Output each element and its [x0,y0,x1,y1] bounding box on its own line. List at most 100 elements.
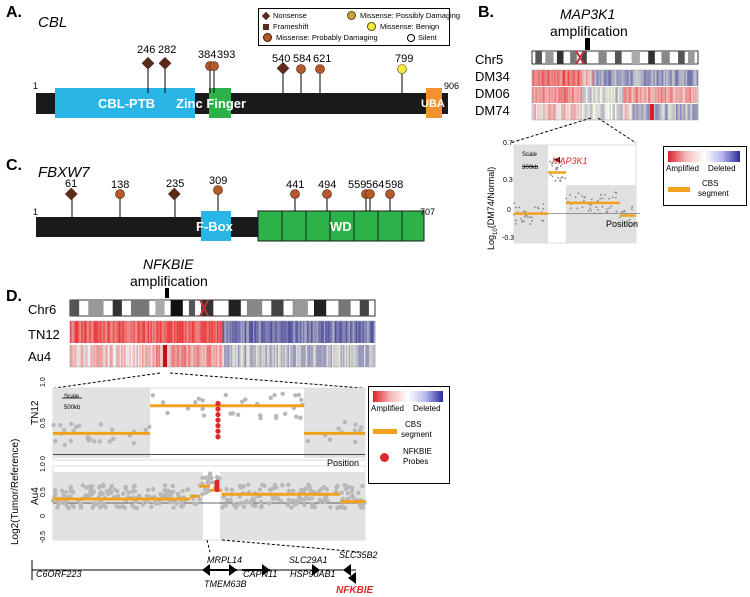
tn12-tick-0: 0 [40,456,47,460]
pos-393: 393 [217,49,236,61]
legend-frameshift-label: Frameshift [273,22,309,31]
b-map3k1-gene-label: MAP3K1 [552,156,588,166]
legend-benign-label: Missense: Benign [380,22,440,31]
nfkbie-heatmap [69,320,376,368]
panel-d-yaxis-label: Log2(Tumor/Reference) [10,438,21,545]
b-legend-segment: segment [698,189,729,198]
legend-benign: Missense: Benign [367,22,439,31]
fbox-domain [201,211,231,241]
chr5-label: Chr5 [475,52,504,67]
d-color-scale-bar [373,391,443,402]
fbxw7-end: 707 [420,207,436,217]
nfkbie-gene-track [31,560,356,584]
au4-tick-neg0.5: -0.5 [40,530,47,543]
mutation-584-marker [296,64,306,74]
uba-domain [426,88,442,118]
d-legend-probes: Probes [403,457,429,466]
legend-silent: Silent [407,33,437,42]
b-legend-deleted: Deleted [708,164,736,173]
fbxw7-start: 1 [33,207,39,217]
mutation-309-marker [213,185,223,195]
legend-probably-damaging: Missense: Probably Damaging [263,33,378,42]
pos-246: 246 [137,44,156,56]
map3k1-heatmap [531,69,699,121]
d-scale-value: 500kb [64,405,81,411]
mutation-138-marker [115,189,125,199]
b-scale-label: Scale [522,152,538,158]
pos-61: 61 [65,178,78,190]
chr5-ideogram [531,50,699,65]
tn12-tick-1.0: 1.0 [40,377,47,387]
b-position-label: Position [606,219,639,229]
panel-c-letter: C. [6,157,22,174]
legend-silent-label: Silent [418,33,437,42]
pos-621: 621 [313,53,332,65]
panel-d-letter: D. [6,288,22,305]
sample-dm74: DM74 [475,103,510,118]
d-legend-segment: segment [401,430,432,439]
probe-swatch [380,453,389,462]
gene-tmem63b: TMEM63B [204,579,247,589]
b-legend-cbs: CBS [702,179,719,188]
nfkbie-locus-marker [165,288,169,298]
uba-label: UBA [421,98,445,110]
wd-domains [257,210,425,242]
pos-494: 494 [318,179,337,191]
chr6-ideogram [69,299,376,317]
gene-slc29a1: SLC29A1 [289,555,328,565]
panel-b-letter: B. [478,4,494,21]
gene-hsp90ab1: HSP90AB1 [290,569,336,579]
map3k1-scatter-plot [513,144,640,244]
sample-au4: Au4 [28,349,52,364]
chr6-label: Chr6 [28,302,57,317]
fbxw7-protein-diagram [36,185,425,242]
mutation-282-marker [158,56,172,70]
pos-564: 564 [366,179,385,191]
b-tick-0: 0 [507,207,511,214]
mutation-799-marker [397,64,407,74]
legend-nonsense-label: Nonsense [273,11,307,20]
circle-icon [367,22,376,31]
pos-799: 799 [395,53,414,65]
d-legend-amplified: Amplified [371,404,404,413]
cbl-end: 906 [444,81,460,91]
gene-c6orf223: C6ORF223 [36,569,82,579]
b-tick-neg0.3: -0.3 [502,235,515,242]
square-icon [263,23,269,30]
pos-598: 598 [385,179,404,191]
circle-icon [263,33,272,42]
mutation-621-marker [315,64,325,74]
circle-outline-icon [407,33,415,42]
zinc-finger-domain [209,88,231,118]
mutation-393-marker [209,61,219,71]
panel-a-letter: A. [6,4,22,21]
b-scale-value: 300kb [522,165,539,171]
d-position-label: Position [327,458,360,468]
b-tick-0.7: 0.7 [503,140,513,147]
mutation-type-legend: Nonsense Frameshift Missense: Probably D… [258,8,460,46]
circle-icon [347,11,356,20]
cbl-start: 1 [33,81,39,91]
pos-441: 441 [286,179,305,191]
b-legend-amplified: Amplified [666,164,699,173]
sample-dm06: DM06 [475,86,510,101]
au4-tick-1.0: 1.0 [40,462,47,472]
pos-235: 235 [166,178,185,190]
mutation-540-marker [276,61,290,75]
fbox-label: F-Box [196,219,233,234]
b-tick-0.3: 0.3 [503,177,513,184]
cbl-ptb-label: CBL-PTB [98,96,156,111]
legend-possibly-label: Missense: Possibly Damaging [360,11,461,20]
panel-b-amplification: amplification [550,23,628,39]
sample-tn12: TN12 [28,327,60,342]
mutation-598-marker [385,189,395,199]
pos-282: 282 [158,44,177,56]
tn12-tick-0.5: 0.5 [40,418,47,428]
panel-b-legend: Amplified Deleted CBS segment [663,146,747,206]
au4-tick-0: 0 [40,514,47,518]
mutation-246-marker [141,56,155,70]
panel-d-amplification: amplification [130,273,208,289]
au4-tick-0.5: 0.5 [40,487,47,497]
d-cbs-swatch [373,429,397,434]
gene-capn11: CAPN11 [243,569,278,579]
